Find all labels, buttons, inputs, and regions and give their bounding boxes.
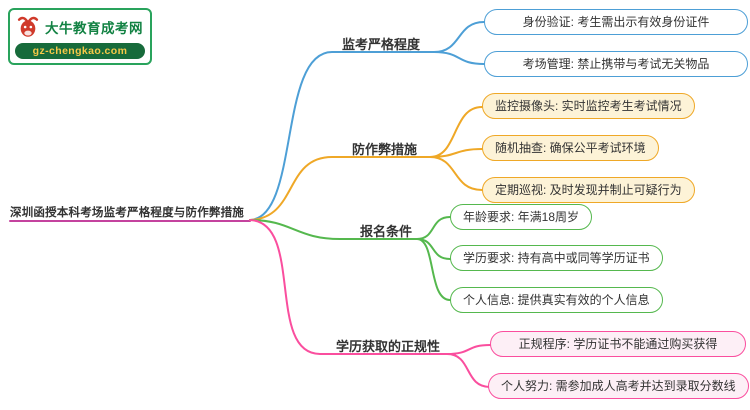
- branch-label-legitimacy: 学历获取的正规性: [336, 339, 441, 354]
- branch-3-connector: [249, 219, 491, 388]
- leaf-node: 身份验证: 考生需出示有效身份证件: [484, 9, 748, 35]
- logo-title: 大牛教育成考网: [45, 21, 143, 36]
- leaf-node: 年龄要求: 年满18周岁: [450, 204, 593, 230]
- branch-0-connector: [249, 21, 485, 221]
- branch-1-connector: [249, 106, 483, 221]
- root-node: 深圳函授本科考场监考严格程度与防作弊措施: [10, 207, 244, 219]
- leaf-node: 定期巡视: 及时发现并制止可疑行为: [482, 177, 695, 203]
- leaf-node: 学历要求: 持有高中或同等学历证书: [450, 245, 663, 271]
- bull-logo-icon: [17, 16, 39, 37]
- branch-label-requirements: 报名条件: [360, 224, 413, 239]
- leaf-node: 个人努力: 需参加成人高考并达到录取分数线: [488, 373, 749, 399]
- leaf-node: 监控摄像头: 实时监控考生考试情况: [482, 93, 695, 119]
- leaf-node: 考场管理: 禁止携带与考试无关物品: [484, 51, 748, 77]
- leaf-node: 随机抽查: 确保公平考试环境: [482, 135, 659, 161]
- site-logo[interactable]: 大牛教育成考网 gz-chengkao.com: [8, 8, 152, 65]
- branch-2-connector: [249, 216, 451, 301]
- branch-label-supervision: 监考严格程度: [342, 37, 421, 52]
- logo-url: gz-chengkao.com: [15, 43, 145, 59]
- leaf-node: 个人信息: 提供真实有效的个人信息: [450, 287, 663, 313]
- leaf-node: 正规程序: 学历证书不能通过购买获得: [490, 331, 746, 357]
- branch-label-anticheating: 防作弊措施: [352, 142, 418, 157]
